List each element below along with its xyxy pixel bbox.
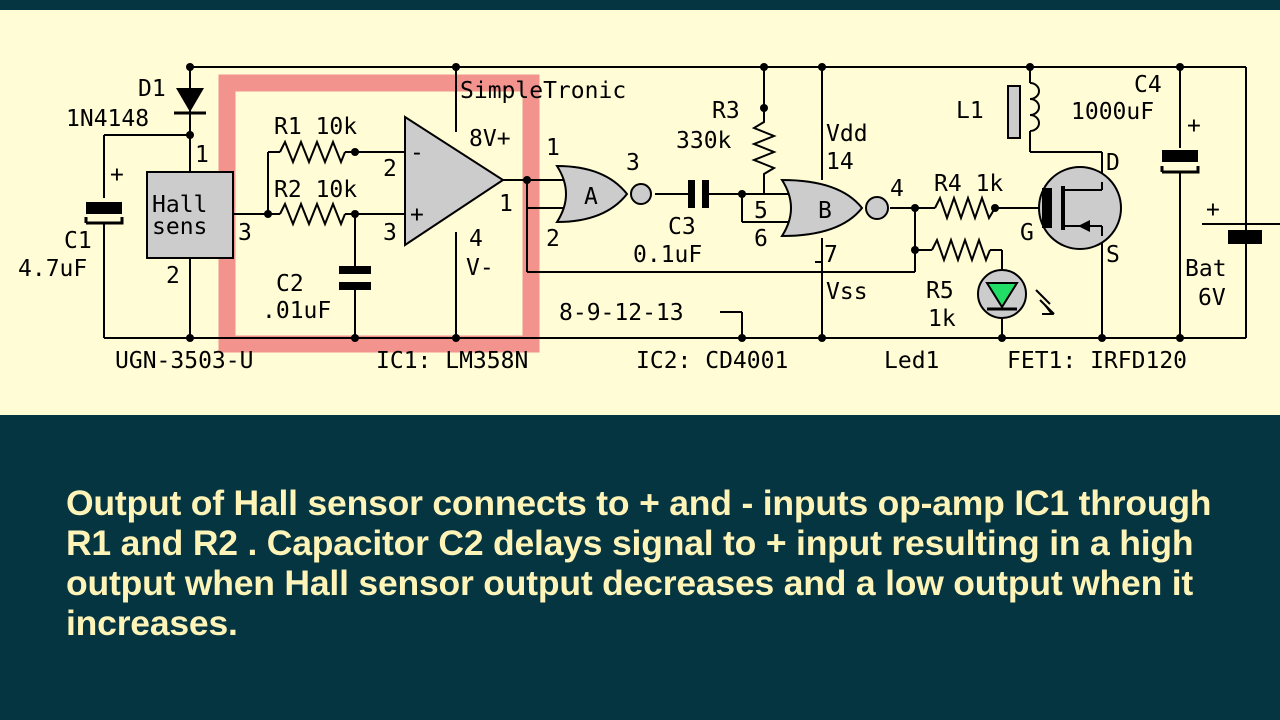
hall-label-1: Hall <box>152 192 207 218</box>
ic1-part: IC1: LM358N <box>376 348 528 374</box>
fet-g: G <box>1020 220 1034 246</box>
caption-text: Output of Hall sensor connects to + and … <box>66 483 1212 643</box>
fet-s: S <box>1106 242 1120 268</box>
schematic-panel: D1 1N4148 + C1 4.7uF Hall sens 1 2 3 UGN… <box>0 10 1280 415</box>
top-bar <box>0 0 1280 10</box>
c4-ref: C4 <box>1134 72 1162 98</box>
opamp-vplus: 8V+ <box>469 126 511 152</box>
hall-sensor-body <box>146 171 234 259</box>
inductor-l1 <box>1007 82 1040 139</box>
gate-a-pin-2: 2 <box>546 226 560 252</box>
opamp-ic1 <box>404 115 505 247</box>
opamp-pin-1: 1 <box>499 191 513 217</box>
gate-a-bubble <box>630 183 652 205</box>
c4-value: 1000uF <box>1071 99 1154 125</box>
resistor-r3 <box>751 108 777 180</box>
d1-value: 1N4148 <box>66 106 149 132</box>
c1-value: 4.7uF <box>18 256 87 282</box>
opamp-minus: - <box>410 140 424 166</box>
c3-value: 0.1uF <box>633 242 702 268</box>
mosfet-fet1 <box>1038 166 1122 250</box>
bat-plus: + <box>1206 197 1220 223</box>
ic2-part: IC2: CD4001 <box>636 348 788 374</box>
hall-pin-3: 3 <box>238 220 252 246</box>
resistor-r5 <box>931 236 991 264</box>
r3-ref: R3 <box>712 98 740 124</box>
fet-part: FET1: IRFD120 <box>1007 348 1187 374</box>
bat-value: 6V <box>1198 285 1226 311</box>
d1-ref: D1 <box>138 76 166 102</box>
c4-plus: + <box>1187 113 1201 139</box>
c2-ref: C2 <box>276 271 304 297</box>
ic2-vdd-pin: 14 <box>826 149 854 175</box>
opamp-vminus: V- <box>466 255 494 281</box>
r4-label: R4 1k <box>934 171 1003 197</box>
c2-value: .01uF <box>262 298 331 324</box>
bat-ref: Bat <box>1185 256 1227 282</box>
schematic-title: SimpleTronic <box>460 78 626 104</box>
hall-part: UGN-3503-U <box>115 348 253 374</box>
fet-d: D <box>1106 150 1120 176</box>
gate-a-pin-3: 3 <box>626 150 640 176</box>
capacitor-c4 <box>1160 150 1200 174</box>
r2-label: R2 10k <box>274 177 357 203</box>
date-code: 8-9-12-13 <box>559 300 684 326</box>
c1-ref: C1 <box>64 228 92 254</box>
c1-plus: + <box>110 162 124 188</box>
battery <box>1202 223 1280 244</box>
gate-a-pin-1: 1 <box>546 135 560 161</box>
r5-ref: R5 <box>926 278 954 304</box>
gate-b-pin-4: 4 <box>890 176 904 202</box>
r3-value: 330k <box>676 128 732 154</box>
diode-d1 <box>174 88 206 115</box>
gate-b-bubble <box>865 196 889 220</box>
capacitor-c1 <box>84 202 124 225</box>
l1-ref: L1 <box>956 98 984 124</box>
caption-panel: Output of Hall sensor connects to + and … <box>0 415 1280 720</box>
opamp-plus: + <box>410 202 424 228</box>
opamp-pin-3: 3 <box>383 220 397 246</box>
gate-b-pin-5: 5 <box>754 198 768 224</box>
nor-gate-a <box>555 164 629 224</box>
r5-value: 1k <box>928 306 956 332</box>
capacitor-c2 <box>339 266 371 290</box>
gate-b-pin-7: 7 <box>824 242 838 268</box>
opamp-pin-2: 2 <box>383 156 397 182</box>
hall-pin-2: 2 <box>166 263 180 289</box>
capacitor-c3 <box>688 180 709 208</box>
gate-b-name: B <box>818 198 832 224</box>
circuit-schematic: D1 1N4148 + C1 4.7uF Hall sens 1 2 3 UGN… <box>18 63 1280 374</box>
resistor-r4 <box>934 194 996 222</box>
c3-ref: C3 <box>668 214 696 240</box>
hall-pin-1: 1 <box>195 142 209 168</box>
resistor-r1 <box>279 139 346 165</box>
resistor-r2 <box>279 201 346 227</box>
led-part: Led1 <box>884 348 939 374</box>
nor-gate-b <box>780 178 864 238</box>
junction-dots <box>186 63 1184 342</box>
gate-b-pin-6: 6 <box>754 226 768 252</box>
led1 <box>977 269 1055 319</box>
ic2-vss: Vss <box>826 279 868 305</box>
gate-a-name: A <box>584 184 598 210</box>
hall-label-2: sens <box>152 214 207 240</box>
opamp-pin-4: 4 <box>469 226 483 252</box>
r1-label: R1 10k <box>274 114 357 140</box>
ic2-vdd: Vdd <box>826 121 868 147</box>
